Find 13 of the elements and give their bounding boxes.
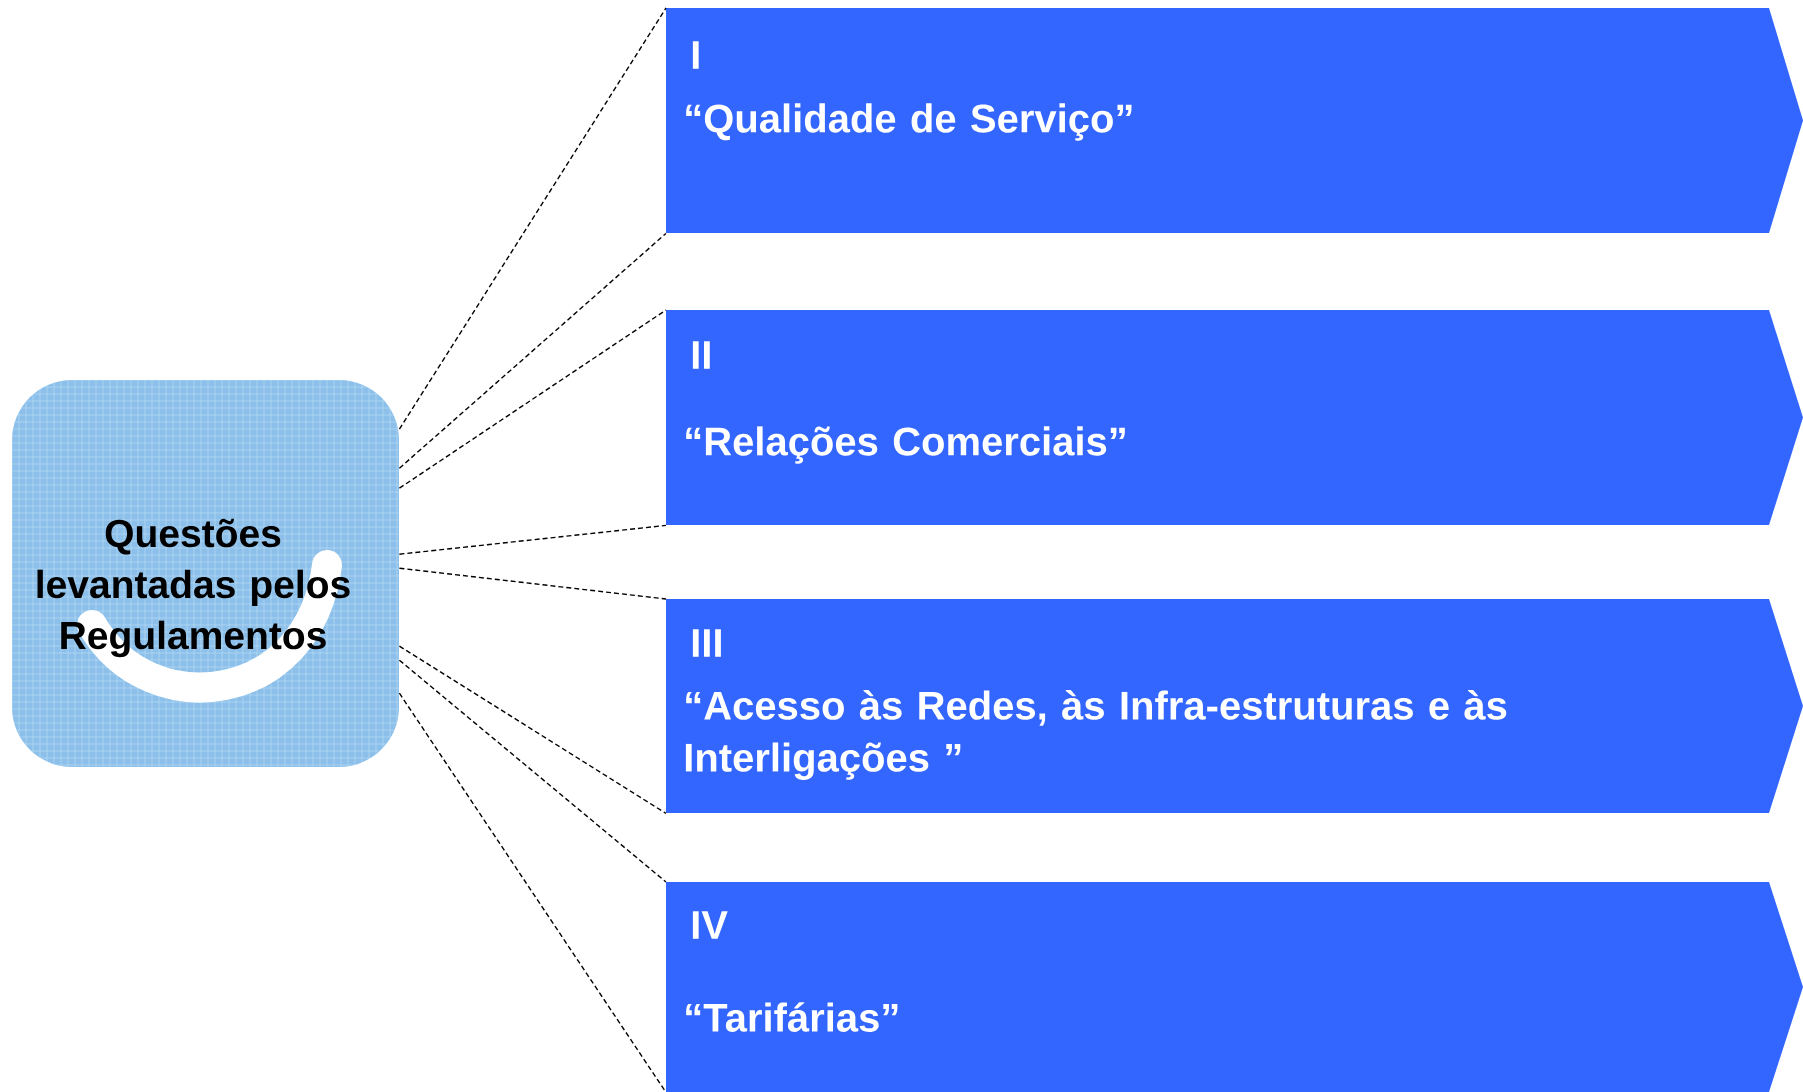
connector-line [398,7,667,430]
connector-line [398,524,667,555]
connector-line [398,659,667,883]
connector-line [398,232,667,469]
connector-line [398,692,667,1092]
chevron-box: II “Relações Comerciais” [666,310,1803,525]
rounded-square: Questões levantadas pelos Regulamentos [12,380,399,767]
connector-line [398,567,667,600]
connector-line [398,645,667,815]
connector-line [398,309,667,489]
chevron-box: III “Acesso às Redes, às Infra-estruturas e às Interligações ” [666,599,1803,813]
chevron-box: IV “Tarifárias” [666,882,1803,1092]
chevron-box: I “Qualidade de Serviço” [666,8,1803,233]
